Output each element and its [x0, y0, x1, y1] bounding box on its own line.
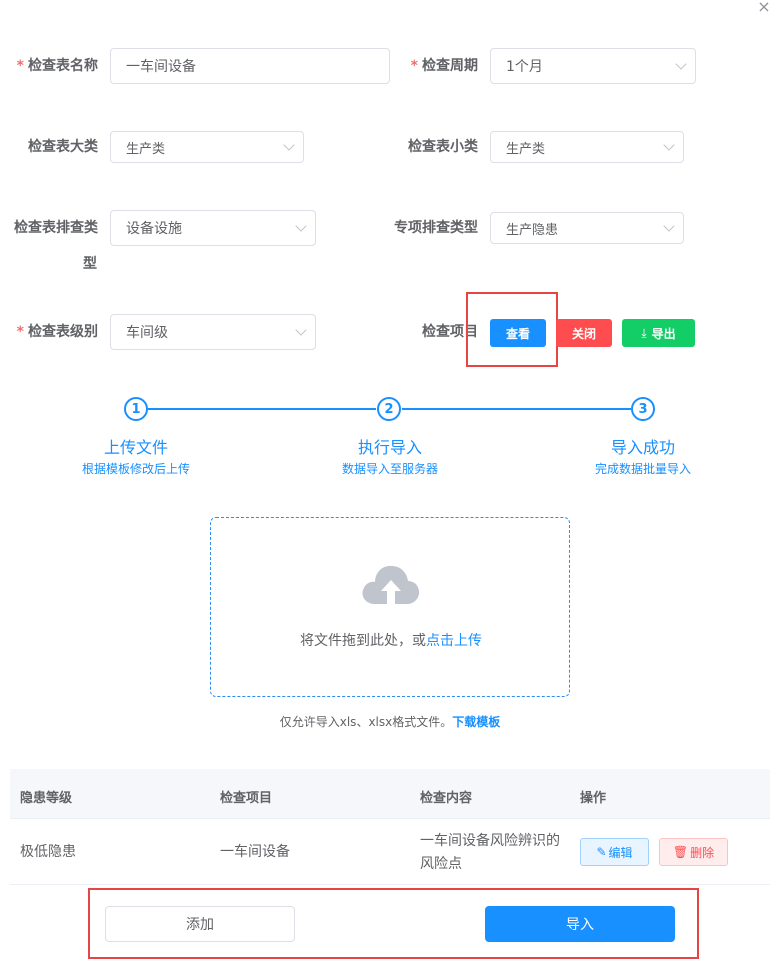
major-category-label: 检查表大类: [28, 139, 98, 155]
minor-category-label: 检查表小类: [408, 139, 478, 155]
chevron-down-icon: [283, 138, 295, 151]
click-upload-link[interactable]: 点击上传: [426, 633, 482, 649]
upload-text: 将文件拖到此处，或点击上传: [211, 630, 571, 650]
name-label-text: 检查表名称: [28, 58, 98, 74]
minor-category-select[interactable]: 生产类: [490, 131, 684, 163]
export-button-label: 导出: [651, 326, 676, 341]
required-mark: *: [16, 324, 24, 340]
upload-drag-text: 将文件拖到此处，或: [300, 633, 426, 649]
chevron-down-icon: [295, 219, 307, 232]
name-input-value: 一车间设备: [126, 59, 196, 75]
step-1-circle: 1: [124, 397, 148, 421]
major-category-value: 生产类: [126, 141, 166, 157]
name-label: *检查表名称: [16, 56, 98, 76]
step-3-title: 导入成功: [610, 438, 675, 457]
step-3-desc: 完成数据批量导入: [594, 462, 691, 476]
step-2-circle: 2: [377, 397, 401, 421]
view-button[interactable]: 查看: [490, 319, 546, 347]
period-label: *检查周期: [400, 56, 478, 76]
cell-content-line1: 一车间设备风险辨识的: [420, 833, 560, 849]
download-template-link[interactable]: 下载模板: [452, 715, 501, 729]
table-header: [10, 769, 770, 819]
export-button[interactable]: ⤓ 导出: [622, 319, 695, 347]
header-item: 检查项目: [220, 791, 273, 806]
edit-button-label: 编辑: [608, 845, 633, 860]
pencil-icon: ✎: [596, 845, 607, 859]
minor-category-value: 生产类: [506, 141, 546, 157]
period-select[interactable]: 1个月: [490, 48, 696, 84]
special-type-value: 生产隐患: [506, 222, 559, 238]
upload-tip-text: 仅允许导入xls、xlsx格式文件。: [279, 715, 453, 729]
header-actions: 操作: [580, 791, 607, 806]
cell-content-line2: 风险点: [420, 856, 462, 872]
step-2-desc: 数据导入至服务器: [341, 462, 438, 476]
upload-dropzone[interactable]: 将文件拖到此处，或点击上传: [210, 517, 570, 697]
major-category-select[interactable]: 生产类: [110, 131, 304, 163]
step-1-title: 上传文件: [103, 438, 168, 457]
header-content: 检查内容: [420, 791, 473, 806]
step-connector-1: [148, 408, 376, 410]
required-mark: *: [16, 58, 24, 74]
import-button[interactable]: 导入: [485, 906, 675, 942]
level-label: *检查表级别: [16, 322, 98, 342]
add-button[interactable]: 添加: [105, 906, 295, 942]
step-2-title: 执行导入: [357, 438, 422, 457]
level-select[interactable]: 车间级: [110, 314, 316, 350]
trash-icon: 🗑: [672, 845, 689, 859]
name-input[interactable]: 一车间设备: [110, 48, 390, 84]
step-connector-2: [402, 408, 631, 410]
chevron-down-icon: [663, 138, 675, 151]
delete-button-label: 删除: [690, 845, 715, 860]
step-3-circle: 3: [631, 397, 655, 421]
check-type-label-wrap: 型: [83, 256, 97, 272]
chevron-down-icon: [675, 57, 687, 70]
period-label-text: 检查周期: [422, 58, 478, 74]
delete-button[interactable]: 🗑删除: [659, 838, 728, 866]
check-type-value: 设备设施: [126, 221, 182, 237]
special-type-select[interactable]: 生产隐患: [490, 212, 684, 244]
special-type-label: 专项排查类型: [394, 220, 478, 236]
upload-cloud-icon: [362, 565, 420, 604]
cell-level: 极低隐患: [20, 844, 76, 860]
highlight-box-footer: [88, 888, 699, 959]
required-mark: *: [410, 58, 418, 74]
period-select-value: 1个月: [506, 59, 543, 75]
cell-item: 一车间设备: [220, 844, 290, 860]
chevron-down-icon: [295, 323, 307, 336]
level-label-text: 检查表级别: [28, 324, 98, 340]
edit-button[interactable]: ✎编辑: [580, 838, 649, 866]
check-items-label: 检查项目: [422, 324, 478, 340]
level-select-value: 车间级: [126, 325, 168, 341]
table-row: [10, 819, 770, 885]
close-button[interactable]: 关闭: [556, 319, 612, 347]
close-icon[interactable]: ×: [757, 0, 771, 16]
step-1-desc: 根据模板修改后上传: [81, 462, 190, 476]
header-level: 隐患等级: [20, 791, 73, 806]
chevron-down-icon: [663, 219, 675, 232]
check-type-select[interactable]: 设备设施: [110, 210, 316, 246]
check-type-label: 检查表排查类: [14, 220, 98, 236]
download-icon: ⤓: [641, 325, 647, 340]
upload-tip: 仅允许导入xls、xlsx格式文件。下载模板: [210, 713, 570, 730]
